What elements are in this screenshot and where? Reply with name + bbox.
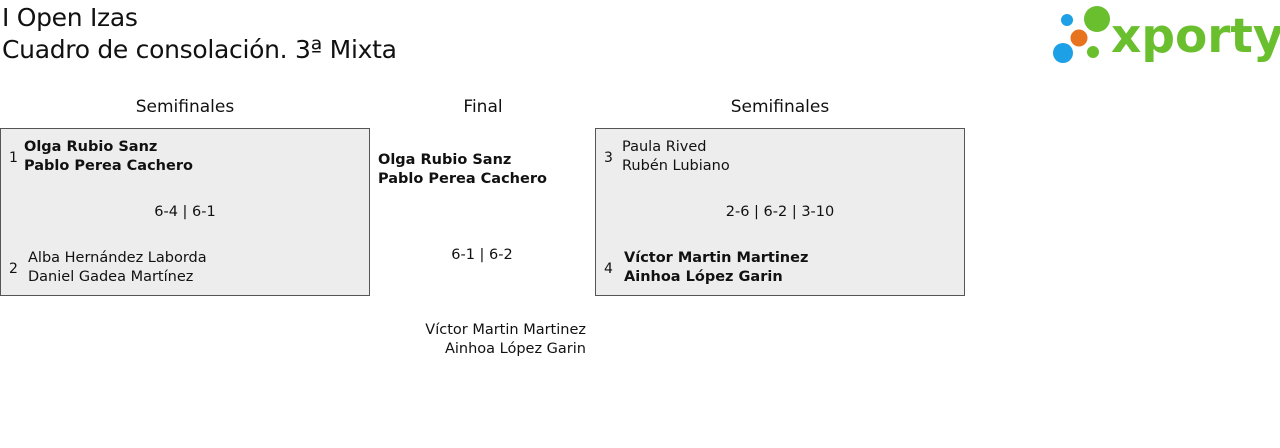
player-name: Pablo Perea Cachero [378, 171, 547, 187]
player-name: Víctor Martin Martinez [425, 322, 586, 338]
logo-wordmark: xporty [1111, 9, 1280, 64]
team-top-players: Paula Rived Rubén Lubiano [622, 138, 730, 176]
player-name: Víctor Martin Martinez [624, 250, 809, 266]
page-title: I Open Izas [2, 3, 138, 32]
logo-dot-orange [1070, 29, 1088, 47]
team-seed: 2 [9, 261, 18, 277]
team-seed: 3 [604, 150, 613, 166]
player-name: Ainhoa López Garin [624, 269, 783, 285]
player-name: Alba Hernández Laborda [28, 250, 207, 266]
team-seed: 4 [604, 261, 613, 277]
logo-dot-green-large [1084, 6, 1110, 32]
player-name: Ainhoa López Garin [444, 341, 586, 357]
team-top-players: Olga Rubio Sanz Pablo Perea Cachero [24, 138, 193, 176]
team-bottom-players: Alba Hernández Laborda Daniel Gadea Mart… [28, 249, 207, 287]
xporty-logo-graphic: xporty [1053, 6, 1280, 64]
player-name: Daniel Gadea Martínez [28, 269, 194, 285]
xporty-logo[interactable]: xporty [1050, 4, 1280, 66]
page-subtitle: Cuadro de consolación. 3ª Mixta [2, 35, 397, 64]
round-header-semifinal-left: Semifinales [135, 97, 235, 117]
player-name: Paula Rived [622, 139, 707, 155]
player-name: Pablo Perea Cachero [24, 158, 193, 174]
match-score: 2-6 | 6-2 | 3-10 [725, 204, 835, 220]
match-semifinal-left[interactable]: 1 Olga Rubio Sanz Pablo Perea Cachero 6-… [0, 128, 370, 296]
match-score: 6-4 | 6-1 [154, 204, 216, 220]
team-bottom-players: Víctor Martin Martinez Ainhoa López Gari… [624, 249, 808, 287]
team-seed: 1 [9, 150, 18, 166]
round-header-semifinal-right: Semifinales [730, 97, 830, 117]
round-header-final: Final [463, 97, 503, 117]
logo-dot-blue-large [1053, 43, 1073, 63]
player-name: Rubén Lubiano [622, 158, 730, 174]
final-runner-up-players: Víctor Martin Martinez Ainhoa López Gari… [378, 321, 586, 359]
player-name: Olga Rubio Sanz [24, 139, 158, 155]
player-name: Olga Rubio Sanz [378, 152, 512, 168]
final-winner-players: Olga Rubio Sanz Pablo Perea Cachero [378, 151, 547, 189]
logo-dot-blue-small [1061, 14, 1073, 26]
match-semifinal-right[interactable]: 3 Paula Rived Rubén Lubiano 2-6 | 6-2 | … [595, 128, 965, 296]
logo-dot-green-small [1087, 46, 1099, 58]
final-score: 6-1 | 6-2 [451, 247, 513, 263]
